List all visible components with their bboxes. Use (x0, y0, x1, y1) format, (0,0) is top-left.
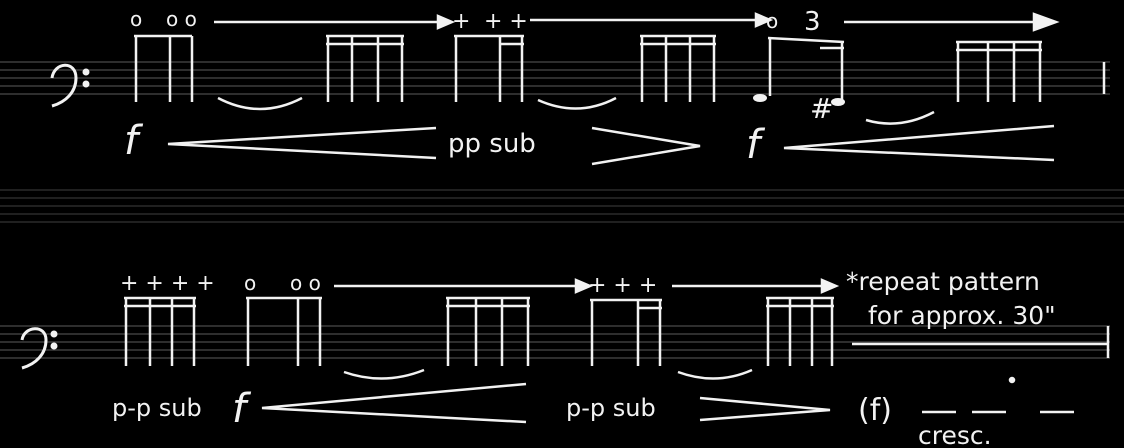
open-mark-c: o (766, 9, 778, 33)
closed-mark-a: + (452, 9, 470, 34)
open-mark-a: o (130, 7, 142, 31)
staff-lines-1 (0, 61, 1110, 95)
closed-marks-a: + + + + (120, 271, 215, 296)
direction-arrows-2 (334, 278, 840, 294)
notes-group-1 (134, 34, 1106, 125)
dynamic-pp-sub-1: pp sub (448, 129, 536, 159)
closed-mark-b: + + (484, 9, 528, 34)
dynamic-f-2: f (746, 122, 766, 168)
tuplet-number: 3 (804, 7, 821, 37)
staff-lines-2 (0, 325, 1110, 359)
bass-clef-icon (50, 63, 90, 108)
dynamic-f-paren: (f) (858, 393, 892, 428)
open-mark-2a: o (244, 271, 256, 295)
hairpins-1 (167, 124, 1055, 166)
bass-clef-icon-2 (20, 327, 58, 370)
repeat-note-line1: *repeat pattern (846, 267, 1040, 296)
sharp-sign: # (810, 92, 833, 125)
dynamic-pp-sub-2a: p-p sub (112, 394, 202, 422)
note-heads-1 (753, 94, 845, 106)
notes-group-2 (124, 296, 1110, 380)
hairpins-2 (261, 382, 831, 424)
staff-lines-empty (0, 189, 1124, 223)
open-mark-b: o o (166, 7, 197, 31)
dynamic-f-3: f (232, 386, 252, 432)
dynamic-f-1: f (124, 118, 144, 164)
direction-arrows-1 (214, 12, 1060, 32)
dynamic-pp-sub-2b: p-p sub (566, 394, 656, 422)
cresc-dashes (922, 376, 1074, 414)
closed-marks-b: + + + (588, 273, 657, 298)
cresc-label: cresc. (918, 421, 992, 448)
repeat-note-line2: for approx. 30" (868, 301, 1056, 330)
open-mark-2b: o o (290, 271, 321, 295)
